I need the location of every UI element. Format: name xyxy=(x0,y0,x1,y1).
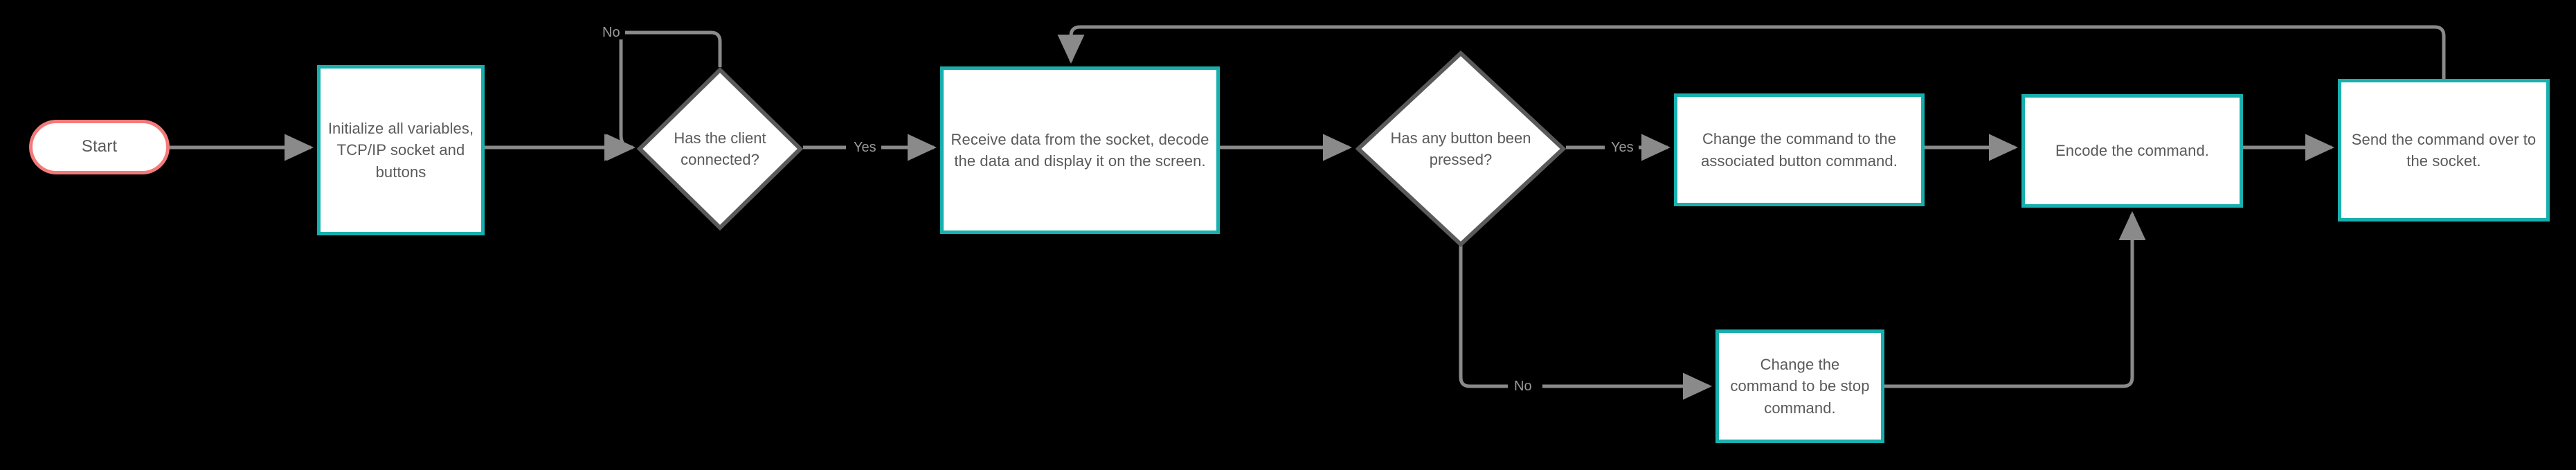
node-client-check[interactable]: Has the client connected? xyxy=(637,67,803,231)
edge-stop-to-encode xyxy=(1884,210,2146,388)
edge-send-loop-top xyxy=(1089,25,2446,79)
node-receive-label: Receive data from the socket, decode the… xyxy=(951,130,1209,170)
node-encode-label: Encode the command. xyxy=(2055,142,2210,160)
node-send[interactable]: Send the command over to the socket. xyxy=(2338,79,2550,222)
node-client-check-label: Has the client connected? xyxy=(674,129,766,168)
node-receive[interactable]: Receive data from the socket, decode the… xyxy=(940,66,1220,234)
edge-button-no-out xyxy=(1459,246,1508,388)
node-send-label: Send the command over to the socket. xyxy=(2351,130,2537,170)
diamond-shape-client-check xyxy=(637,67,803,231)
node-assoc-cmd[interactable]: Change the command to the associated but… xyxy=(1674,93,1925,206)
node-button-check[interactable]: Has any button been pressed? xyxy=(1355,51,1566,247)
node-stop-cmd[interactable]: Change the command to be stop command. xyxy=(1715,329,1884,443)
edge-send-loop-into-receive xyxy=(1057,25,1089,64)
node-start[interactable]: Start xyxy=(29,120,170,174)
node-assoc-cmd-label: Change the command to the associated but… xyxy=(1701,130,1898,170)
node-init-label: Initialize all variables, TCP/IP socket … xyxy=(327,120,474,181)
edge-client-check-no-in xyxy=(606,30,636,161)
diamond-shape-button-check xyxy=(1355,51,1566,247)
edge-label-client-no: No xyxy=(597,26,625,39)
node-start-label: Start xyxy=(81,137,118,156)
edge-label-client-yes: Yes xyxy=(849,141,881,154)
edge-label-button-yes: Yes xyxy=(1606,141,1639,154)
edge-label-button-no: No xyxy=(1509,379,1537,393)
node-stop-cmd-label: Change the command to be stop command. xyxy=(1730,356,1870,417)
edge-client-check-no-out xyxy=(627,30,722,67)
node-encode[interactable]: Encode the command. xyxy=(2021,94,2243,208)
node-init[interactable]: Initialize all variables, TCP/IP socket … xyxy=(317,65,485,235)
node-button-check-label: Has any button been pressed? xyxy=(1390,129,1531,168)
